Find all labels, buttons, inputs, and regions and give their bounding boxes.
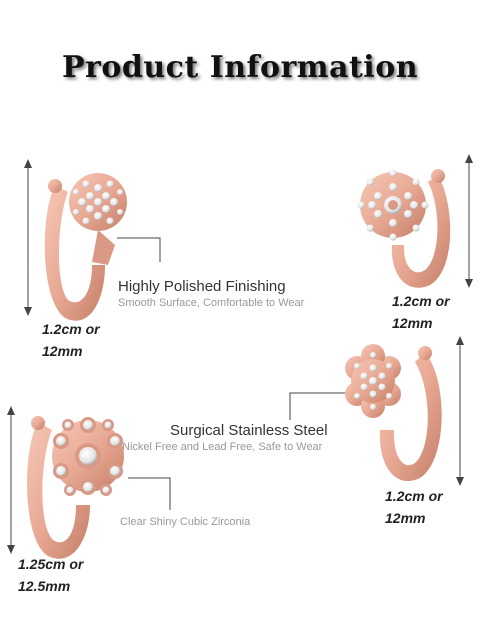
callout-line-zirconia bbox=[128, 477, 171, 510]
flower-setting-bottom-left bbox=[52, 417, 124, 496]
size-mm: 12mm bbox=[385, 510, 426, 526]
dimension-arrow-top-right bbox=[465, 154, 473, 288]
size-mm: 12mm bbox=[42, 343, 83, 359]
feature-title-polished: Highly Polished Finishing bbox=[118, 278, 286, 295]
callout-line-steel bbox=[289, 392, 345, 420]
dimension-arrow-bottom-left bbox=[7, 406, 15, 554]
ear-cuff-top-right bbox=[357, 169, 451, 288]
dimension-arrow-mid-right bbox=[456, 336, 464, 486]
ear-cuff-top-left bbox=[44, 173, 127, 321]
size-label-top-left: 1.2cm or 12mm bbox=[42, 318, 100, 362]
page-title: Product Information bbox=[61, 50, 419, 85]
size-mm: 12.5mm bbox=[18, 578, 71, 594]
size-mm: 12mm bbox=[392, 315, 433, 331]
feature-subtitle-zirconia: Clear Shiny Cubic Zirconia bbox=[120, 516, 251, 528]
size-cm: 1.2cm or bbox=[392, 293, 450, 309]
ear-cuff-mid-right bbox=[345, 344, 442, 482]
feature-subtitle-steel: Nickel Free and Lead Free, Safe to Wear bbox=[122, 441, 323, 453]
flower-setting-mid-right bbox=[345, 344, 401, 418]
feature-title-steel: Surgical Stainless Steel bbox=[170, 422, 328, 439]
callout-line-polished bbox=[117, 237, 161, 262]
size-cm: 1.25cm or bbox=[18, 556, 84, 572]
feature-subtitle-polished: Smooth Surface, Comfortable to Wear bbox=[118, 297, 305, 309]
size-label-mid-right: 1.2cm or 12mm bbox=[385, 485, 443, 529]
dimension-arrow-top-left bbox=[24, 159, 32, 316]
size-label-top-right: 1.2cm or 12mm bbox=[392, 290, 450, 334]
size-label-bottom-left: 1.25cm or 12.5mm bbox=[18, 553, 83, 597]
flower-setting-top-left bbox=[69, 173, 127, 231]
flower-setting-top-right bbox=[357, 169, 429, 241]
size-cm: 1.2cm or bbox=[42, 321, 100, 337]
size-cm: 1.2cm or bbox=[385, 488, 443, 504]
ear-cuff-bottom-left bbox=[27, 416, 124, 559]
